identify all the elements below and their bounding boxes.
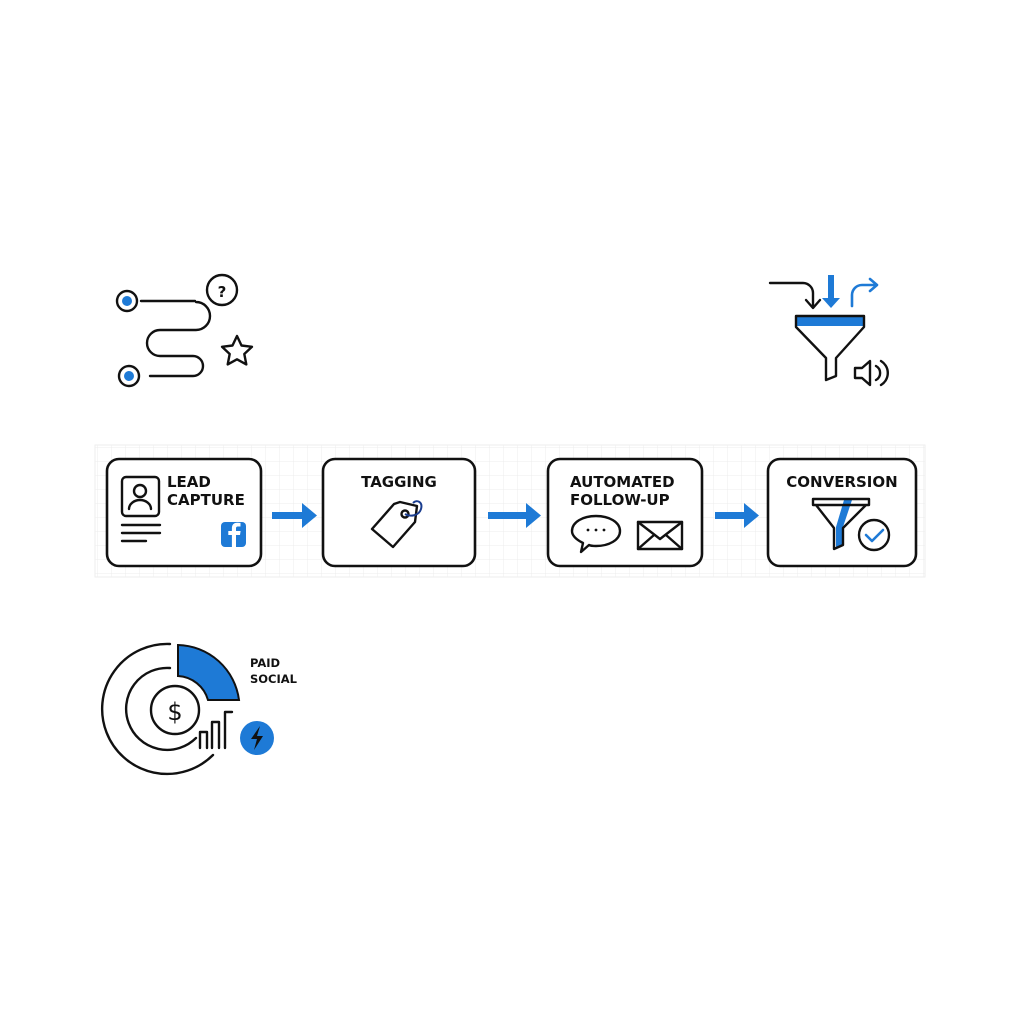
step-title-line2: CAPTURE: [167, 491, 245, 509]
workflow-panel: LEAD CAPTURE TAGGING AUTOMATED FOLLOW-UP: [94, 444, 926, 578]
paid-social-icon: $ PAID SOCIAL: [100, 642, 298, 776]
step-automated-follow-up[interactable]: AUTOMATED FOLLOW-UP: [546, 457, 704, 568]
funnel-icon: [811, 497, 871, 551]
star-icon: [220, 334, 254, 366]
bar-chart-icon: [198, 710, 234, 750]
step-lead-capture[interactable]: LEAD CAPTURE: [105, 457, 263, 568]
question-mark: ?: [218, 283, 227, 301]
step-title-line1: AUTOMATED: [570, 473, 675, 491]
step-tagging[interactable]: TAGGING: [321, 457, 477, 568]
envelope-icon: [636, 520, 684, 551]
arrow-1: [272, 503, 317, 528]
funnel-audio-icon: [768, 275, 889, 387]
arrow-3: [715, 503, 759, 528]
paid-social-label-line2: SOCIAL: [250, 672, 298, 686]
step-title-line1: LEAD: [167, 473, 211, 491]
profile-card-icon: [120, 475, 162, 543]
chat-bubble-icon: [570, 514, 622, 554]
customer-journey-icon: ?: [115, 273, 254, 388]
check-circle-icon: [857, 518, 891, 552]
facebook-icon: [221, 522, 246, 547]
step-title-line2: FOLLOW-UP: [570, 491, 670, 509]
tag-icon: [370, 500, 423, 549]
paid-social-label-line1: PAID: [250, 656, 280, 670]
step-title: CONVERSION: [786, 473, 897, 491]
question-icon: [205, 273, 239, 307]
dollar-sign: $: [167, 698, 182, 726]
step-title: TAGGING: [361, 473, 437, 491]
step-conversion[interactable]: CONVERSION: [766, 457, 918, 568]
arrow-2: [488, 503, 541, 528]
